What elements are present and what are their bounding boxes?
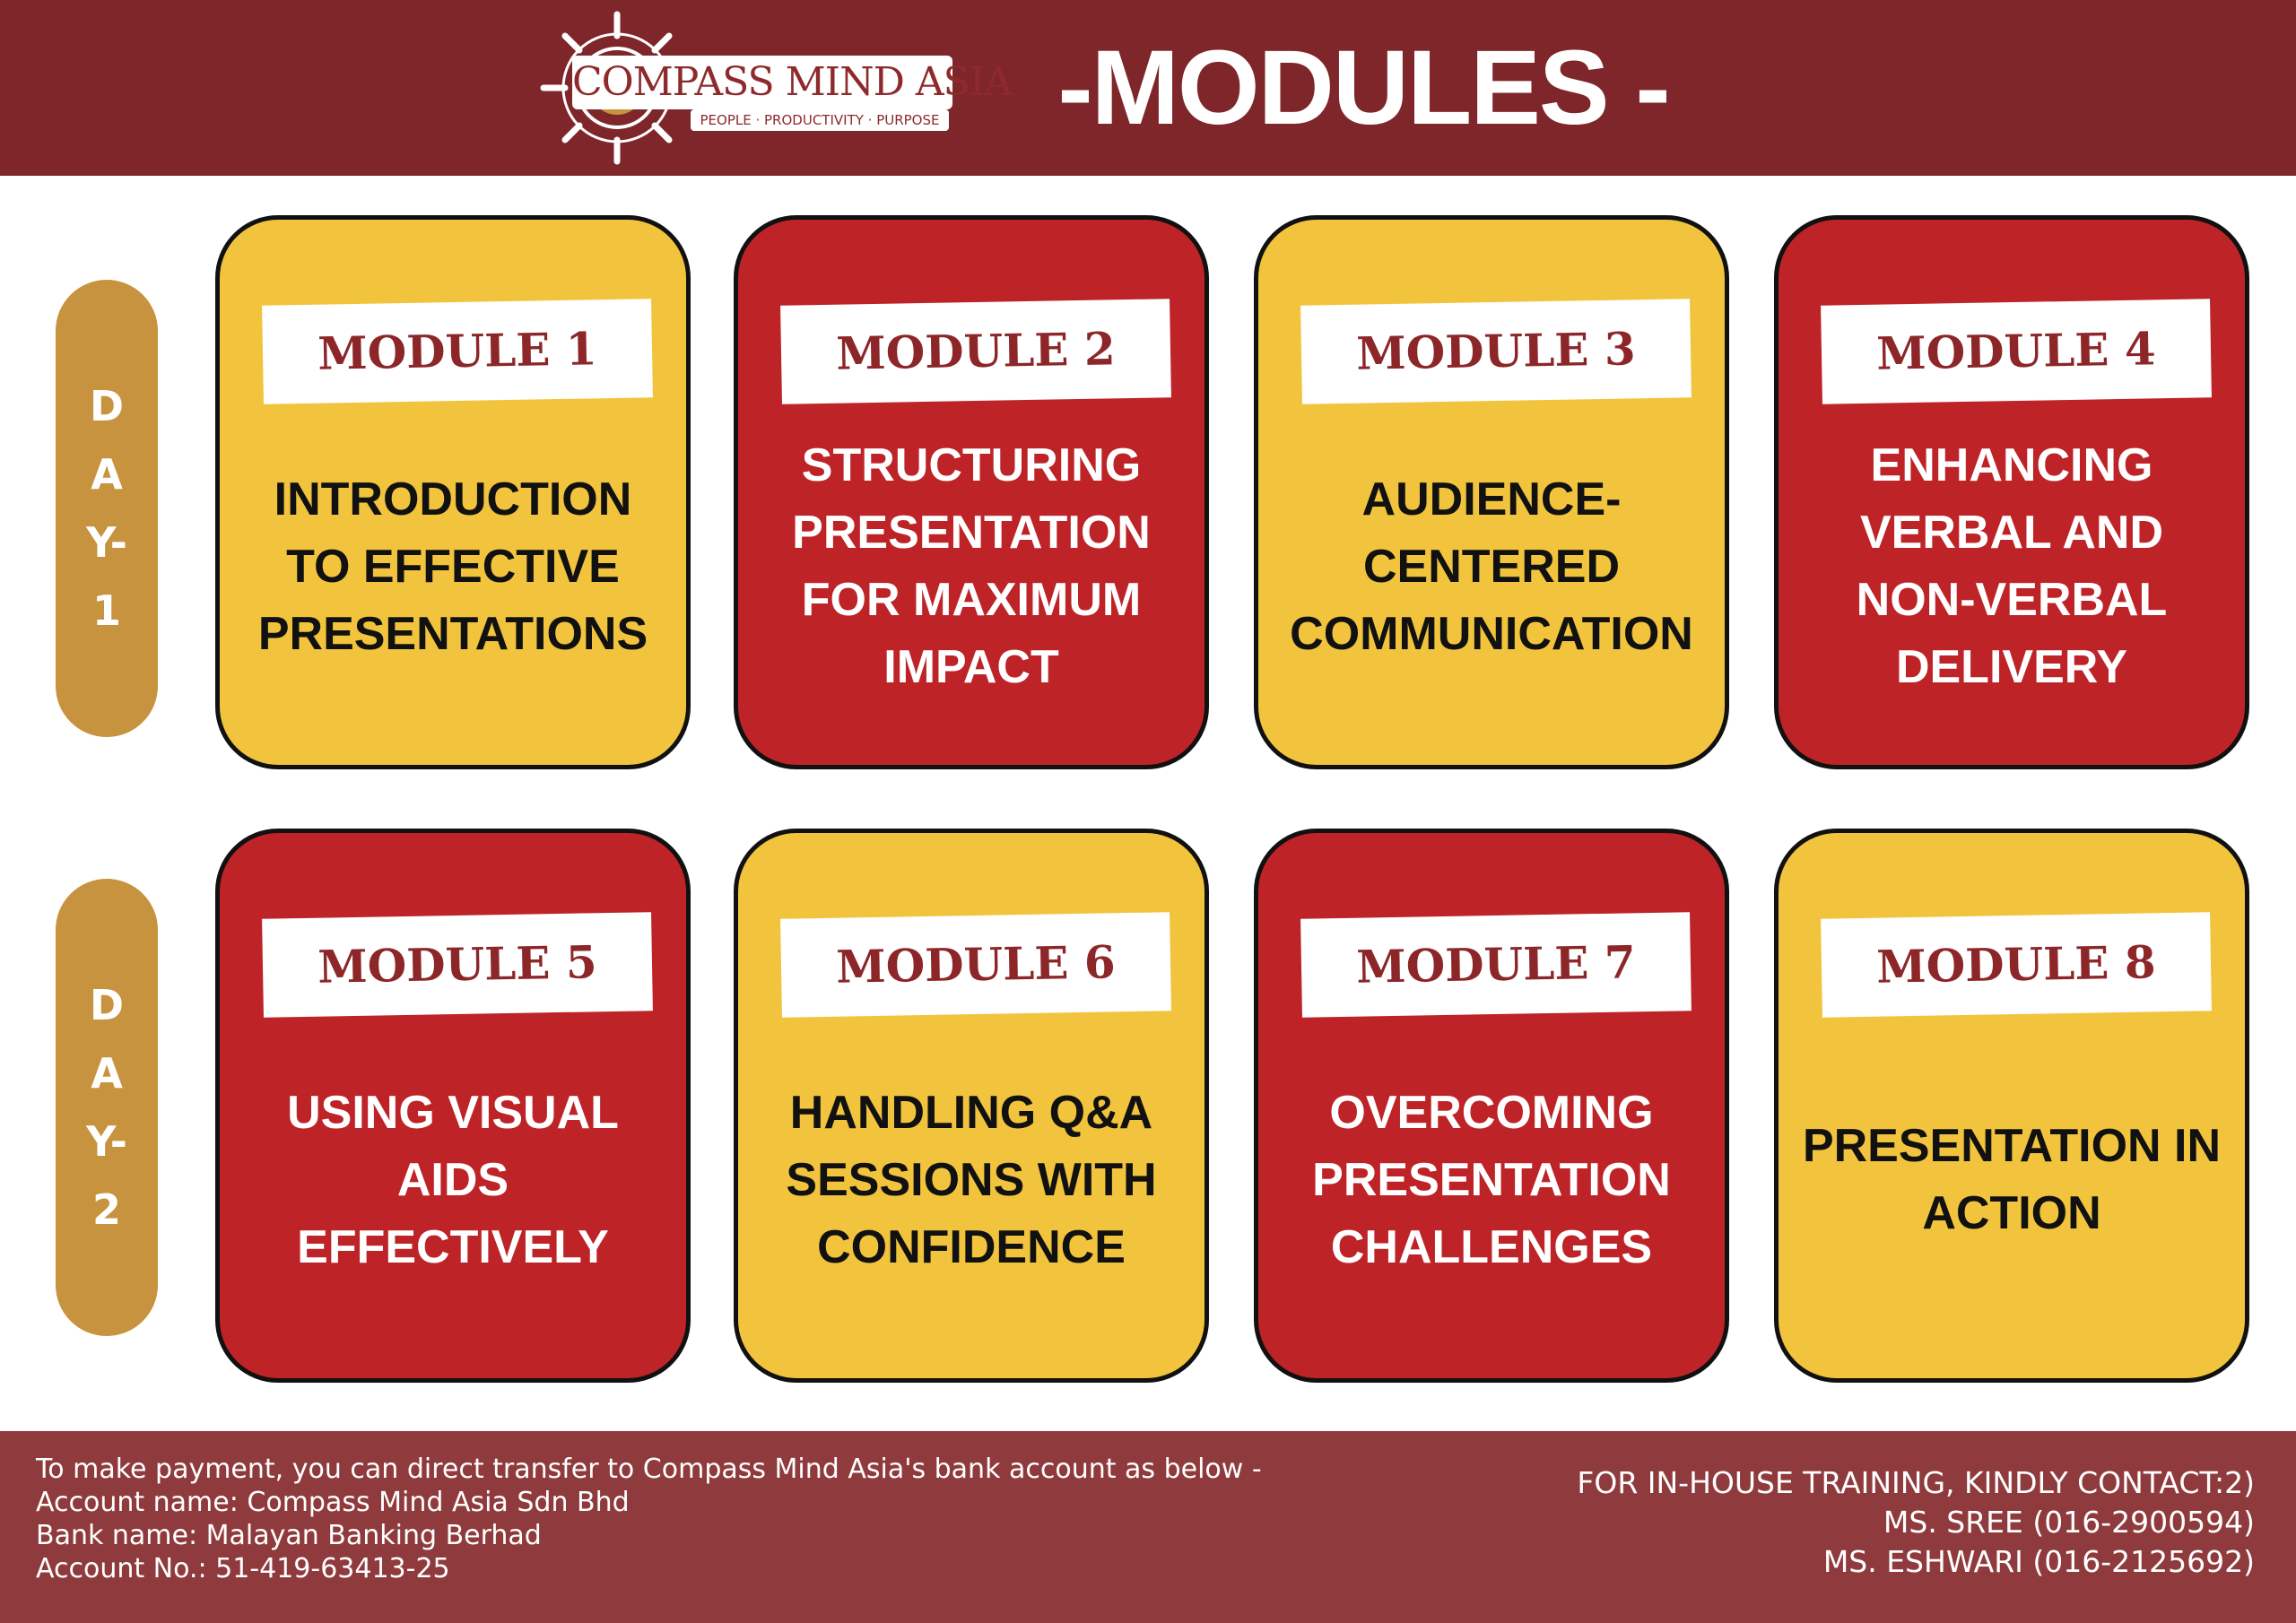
module-card-8: MODULE 8 PRESENTATION IN ACTION bbox=[1774, 829, 2249, 1383]
logo-wordmark: COMPASS MIND ASIA bbox=[572, 56, 1013, 109]
module-label: MODULE 8 bbox=[1821, 912, 2212, 1018]
payment-line: To make payment, you can direct transfer… bbox=[36, 1454, 1262, 1485]
payment-line: Account No.: 51-419-63413-25 bbox=[36, 1553, 450, 1584]
module-label: MODULE 5 bbox=[262, 912, 653, 1018]
module-title: OVERCOMING PRESENTATION CHALLENGES bbox=[1312, 1086, 1671, 1273]
module-label: MODULE 7 bbox=[1300, 912, 1692, 1018]
module-label: MODULE 6 bbox=[780, 912, 1171, 1018]
payment-info: To make payment, you can direct transfer… bbox=[36, 1453, 1399, 1585]
module-card-6: MODULE 6 HANDLING Q&A SESSIONS WITH CONF… bbox=[734, 829, 1209, 1383]
module-card-7: MODULE 7 OVERCOMING PRESENTATION CHALLEN… bbox=[1254, 829, 1729, 1383]
module-label: MODULE 4 bbox=[1821, 299, 2212, 404]
page-title: -MODULES - bbox=[1057, 29, 1670, 147]
contact-line: MS. SREE (016-2900594) bbox=[1883, 1505, 2255, 1540]
module-card-1: MODULE 1 INTRODUCTION TO EFFECTIVE PRESE… bbox=[215, 215, 691, 769]
module-card-3: MODULE 3 AUDIENCE- CENTERED COMMUNICATIO… bbox=[1254, 215, 1729, 769]
module-title: STRUCTURING PRESENTATION FOR MAXIMUM IMP… bbox=[792, 439, 1151, 693]
module-title: HANDLING Q&A SESSIONS WITH CONFIDENCE bbox=[786, 1086, 1157, 1273]
module-title: ENHANCING VERBAL AND NON-VERBAL DELIVERY bbox=[1856, 439, 2168, 693]
module-card-2: MODULE 2 STRUCTURING PRESENTATION FOR MA… bbox=[734, 215, 1209, 769]
contact-line: FOR IN-HOUSE TRAINING, KINDLY CONTACT:2) bbox=[1577, 1465, 2255, 1500]
company-logo: COMPASS MIND ASIA PEOPLE · PRODUCTIVITY … bbox=[540, 9, 1013, 167]
module-card-5: MODULE 5 USING VISUAL AIDS EFFECTIVELY bbox=[215, 829, 691, 1383]
payment-line: Bank name: Malayan Banking Berhad bbox=[36, 1520, 542, 1551]
module-card-4: MODULE 4 ENHANCING VERBAL AND NON-VERBAL… bbox=[1774, 215, 2249, 769]
footer-band: To make payment, you can direct transfer… bbox=[0, 1431, 2296, 1623]
module-title: AUDIENCE- CENTERED COMMUNICATION bbox=[1290, 473, 1693, 660]
day-1-badge: DAY-1 bbox=[56, 280, 158, 737]
module-title: PRESENTATION IN ACTION bbox=[1802, 1120, 2222, 1239]
module-label: MODULE 1 bbox=[262, 299, 653, 404]
module-title: INTRODUCTION TO EFFECTIVE PRESENTATIONS bbox=[257, 473, 648, 660]
payment-line: Account name: Compass Mind Asia Sdn Bhd bbox=[36, 1487, 630, 1518]
day-1-label: DAY-1 bbox=[86, 382, 127, 635]
module-label: MODULE 2 bbox=[780, 299, 1171, 404]
contact-line: MS. ESHWARI (016-2125692) bbox=[1822, 1544, 2255, 1579]
day-2-badge: DAY-2 bbox=[56, 879, 158, 1336]
module-title: USING VISUAL AIDS EFFECTIVELY bbox=[287, 1086, 619, 1273]
module-label: MODULE 3 bbox=[1300, 299, 1692, 404]
logo-tagline: PEOPLE · PRODUCTIVITY · PURPOSE bbox=[691, 109, 949, 131]
day-2-label: DAY-2 bbox=[86, 981, 127, 1234]
header-band: COMPASS MIND ASIA PEOPLE · PRODUCTIVITY … bbox=[0, 0, 2296, 176]
contact-info: FOR IN-HOUSE TRAINING, KINDLY CONTACT:2)… bbox=[1358, 1463, 2255, 1582]
